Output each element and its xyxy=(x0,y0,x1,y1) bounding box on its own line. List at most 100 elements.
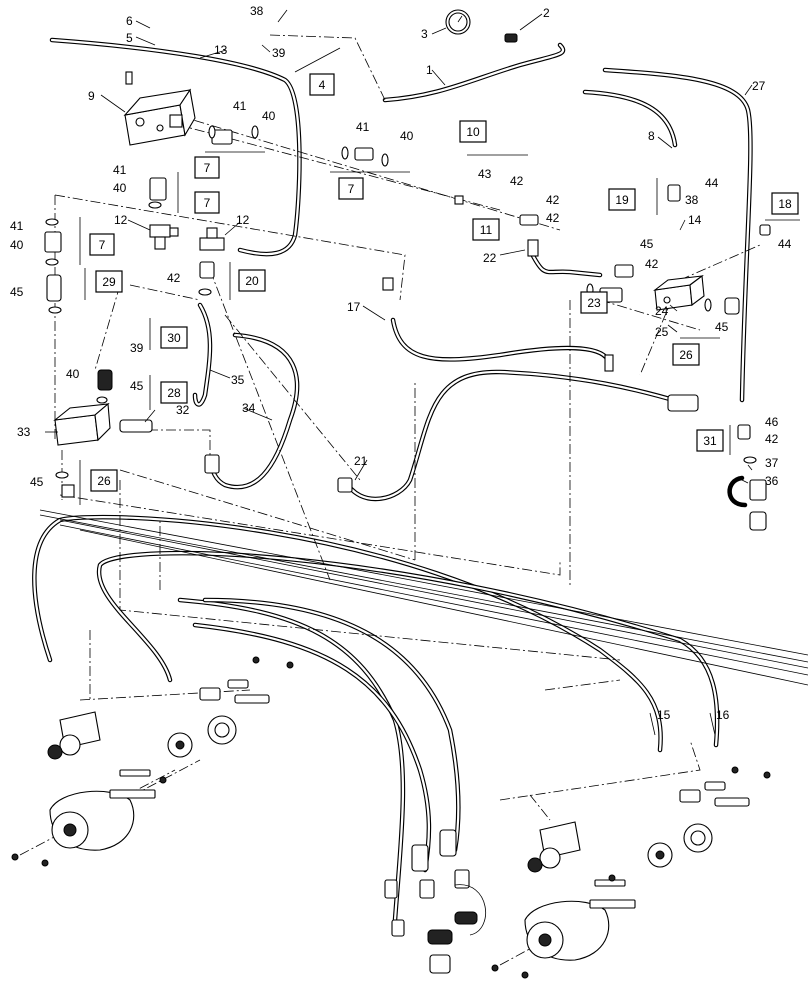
box-callout-18: 18 xyxy=(771,192,799,215)
box-callout-7d: 7 xyxy=(89,233,115,256)
callout-2: 2 xyxy=(543,6,550,20)
callout-24: 24 xyxy=(655,304,669,318)
callout-15: 15 xyxy=(657,708,671,722)
box-callout-23: 23 xyxy=(580,291,608,314)
box-callout-11: 11 xyxy=(472,218,500,241)
svg-text:23: 23 xyxy=(587,296,601,310)
box-callout-4: 4 xyxy=(309,73,335,96)
callout-45b: 45 xyxy=(715,320,729,334)
box-callout-7b: 7 xyxy=(338,177,364,200)
callout-40e: 40 xyxy=(66,367,80,381)
box-callout-10: 10 xyxy=(459,120,487,143)
callout-12a: 12 xyxy=(114,213,128,227)
svg-text:7: 7 xyxy=(348,182,355,196)
box-callout-20: 20 xyxy=(238,269,266,292)
components xyxy=(11,9,771,979)
callout-42e: 42 xyxy=(645,257,659,271)
callout-41a: 41 xyxy=(233,99,247,113)
callout-37: 37 xyxy=(765,456,779,470)
callout-21: 21 xyxy=(354,454,368,468)
svg-text:19: 19 xyxy=(615,193,629,207)
hose-group xyxy=(32,37,808,923)
callout-40d: 40 xyxy=(10,238,24,252)
svg-text:26: 26 xyxy=(679,348,693,362)
callout-44b: 44 xyxy=(778,237,792,251)
pressure-gauge-3 xyxy=(445,9,471,35)
svg-text:29: 29 xyxy=(102,275,116,289)
svg-text:31: 31 xyxy=(703,434,717,448)
callout-42d: 42 xyxy=(167,271,181,285)
svg-text:10: 10 xyxy=(466,125,480,139)
callout-16: 16 xyxy=(716,708,730,722)
callout-34: 34 xyxy=(242,401,256,415)
callout-40a: 40 xyxy=(262,109,276,123)
callout-41c: 41 xyxy=(113,163,127,177)
fitting-2 xyxy=(504,33,518,43)
callout-41b: 41 xyxy=(356,120,370,134)
callout-40b: 40 xyxy=(400,129,414,143)
callout-45a: 45 xyxy=(640,237,654,251)
box-callout-28: 28 xyxy=(160,381,188,404)
hose-35 xyxy=(192,302,213,407)
callout-3: 3 xyxy=(421,27,428,41)
callout-43: 43 xyxy=(478,167,492,181)
box-callout-19: 19 xyxy=(608,188,636,211)
number-callouts: 1 2 3 5 6 8 9 12 12 13 14 15 16 17 21 22… xyxy=(10,4,792,722)
callout-42a: 42 xyxy=(510,174,524,188)
callout-32: 32 xyxy=(176,403,190,417)
svg-text:7: 7 xyxy=(204,161,211,175)
callout-45c: 45 xyxy=(10,285,24,299)
hose-16 xyxy=(96,550,720,748)
svg-text:26: 26 xyxy=(97,474,111,488)
box-callout-7c: 7 xyxy=(194,191,220,214)
callout-13: 13 xyxy=(214,43,228,57)
svg-text:7: 7 xyxy=(99,238,106,252)
callout-39a: 39 xyxy=(272,46,286,60)
svg-text:18: 18 xyxy=(778,197,792,211)
callout-5: 5 xyxy=(126,31,133,45)
hose-21 xyxy=(342,369,683,501)
callout-1: 1 xyxy=(426,63,433,77)
valve-block-24 xyxy=(653,274,705,311)
callout-38a: 38 xyxy=(250,4,264,18)
callout-42c: 42 xyxy=(546,211,560,225)
pressure-switch-32 xyxy=(119,419,153,433)
svg-text:20: 20 xyxy=(245,274,259,288)
motor-assembly-right xyxy=(491,766,771,979)
callout-12b: 12 xyxy=(236,213,250,227)
tee-fitting-12b xyxy=(199,227,225,251)
callout-45d: 45 xyxy=(130,379,144,393)
svg-text:11: 11 xyxy=(480,223,493,237)
callout-42b: 42 xyxy=(546,193,560,207)
box-callout-26a: 26 xyxy=(672,343,700,366)
callout-6: 6 xyxy=(126,14,133,28)
box-callout-31: 31 xyxy=(696,429,724,452)
box-callout-30: 30 xyxy=(160,326,188,349)
tee-fitting-12 xyxy=(149,224,179,250)
callout-8: 8 xyxy=(648,129,655,143)
hose-36 xyxy=(727,475,748,508)
callout-42f: 42 xyxy=(765,432,779,446)
callout-17: 17 xyxy=(347,300,361,314)
callout-35: 35 xyxy=(231,373,245,387)
svg-text:30: 30 xyxy=(167,331,181,345)
callout-25: 25 xyxy=(655,325,669,339)
svg-text:28: 28 xyxy=(167,386,181,400)
box-callout-26b: 26 xyxy=(90,469,118,492)
hose-1 xyxy=(382,42,566,103)
valve-block-33 xyxy=(53,402,111,446)
callout-27: 27 xyxy=(752,79,766,93)
callout-22: 22 xyxy=(483,251,497,265)
motor-assembly-left xyxy=(11,656,294,867)
callout-36: 36 xyxy=(765,474,779,488)
boxed-callouts: 4 7 7 7 7 10 11 18 19 20 23 26 26 28 29 … xyxy=(79,47,800,505)
callout-45e: 45 xyxy=(30,475,44,489)
box-callout-29: 29 xyxy=(95,270,123,293)
leader-lines xyxy=(45,9,753,736)
quick-couplers xyxy=(384,829,486,974)
callout-41d: 41 xyxy=(10,219,24,233)
callout-9: 9 xyxy=(88,89,95,103)
valve-block-9 xyxy=(123,88,196,146)
svg-text:4: 4 xyxy=(319,78,326,92)
